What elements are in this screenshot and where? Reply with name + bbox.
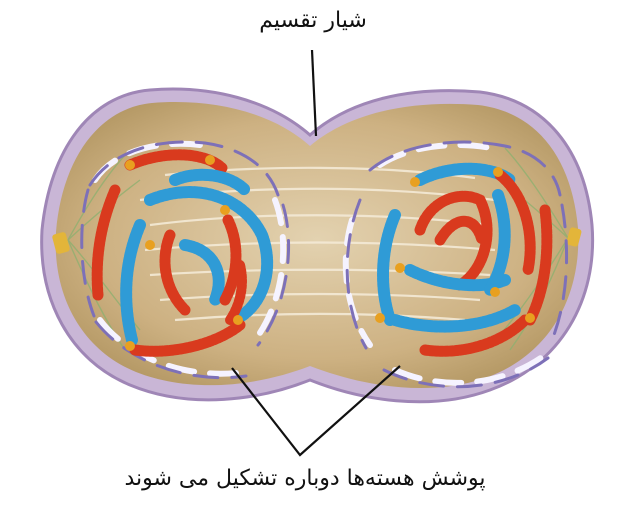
cleavage-furrow-label: شیار تقسیم [228,8,398,33]
nuclear-envelope-label: پوشش هسته‌ها دوباره تشکیل می شوند [45,466,565,491]
cleavage-furrow-pointer [312,50,316,136]
